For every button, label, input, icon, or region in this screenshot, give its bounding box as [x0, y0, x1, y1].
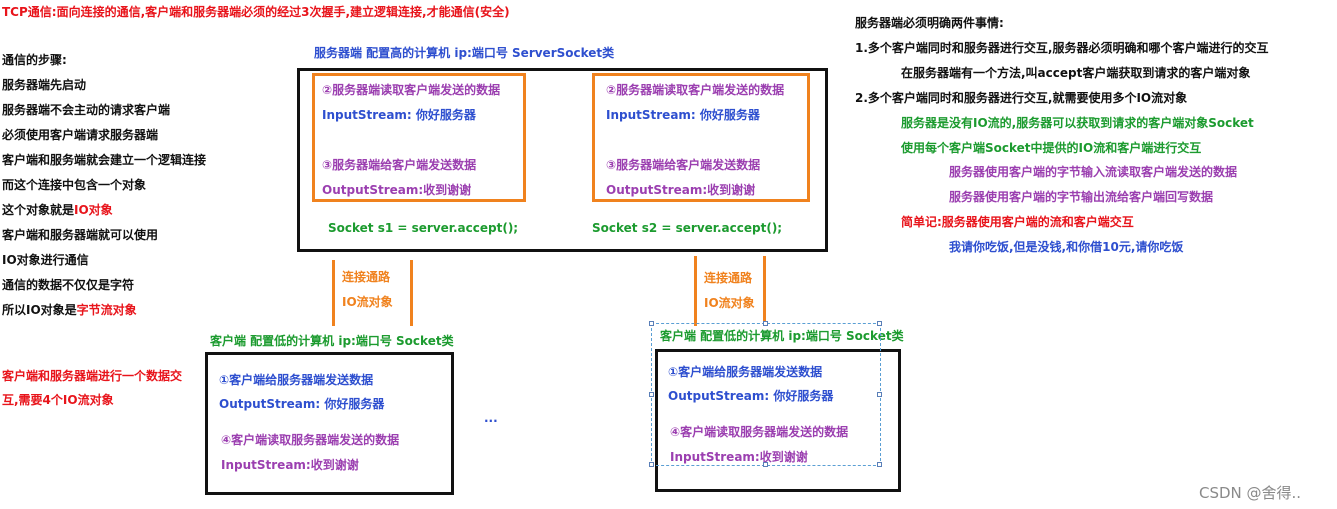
server-panel-1	[312, 73, 526, 202]
resize-handle[interactable]	[877, 392, 882, 397]
server-title: 服务器端 配置高的计算机 ip:端口号 ServerSocket类	[314, 46, 615, 60]
right-notes-green1: 服务器是没有IO流的,服务器可以获取到请求的客户端对象Socket	[901, 116, 1254, 130]
connection-line-left-2	[694, 256, 697, 326]
connection1-sublabel: IO流对象	[342, 295, 393, 309]
connection-line-left-1	[332, 260, 335, 326]
right-notes-purple2: 服务器使用客户端的字节输出流给客户端回写数据	[949, 190, 1214, 204]
server1-read-label: ②服务器端读取客户端发送的数据	[322, 83, 501, 97]
right-notes-blue1: 我请你吃饭,但是没钱,和你借10元,请你吃饭	[949, 240, 1184, 254]
step-item: 而这个连接中包含一个对象	[2, 178, 147, 192]
byte-stream-highlight: 字节流对象	[76, 303, 137, 317]
server2-send-label: ③服务器端给客户端发送数据	[606, 158, 761, 172]
selection-outline[interactable]	[651, 323, 881, 466]
watermark: CSDN @舍得..	[1199, 484, 1302, 502]
connection1-label: 连接通路	[342, 270, 391, 284]
server-box	[297, 68, 828, 252]
step-item: 这个对象就是IO对象	[2, 204, 113, 216]
right-notes-header: 服务器端必须明确两件事情:	[855, 16, 1004, 30]
connection-line-right-2	[763, 256, 766, 326]
page-title: TCP通信:面向连接的通信,客户端和服务器端必须的经过3次握手,建立逻辑连接,才…	[2, 5, 510, 19]
step-item: 通信的数据不仅仅是字符	[2, 278, 135, 292]
right-notes-item2: 2.多个客户端同时和服务器进行交互,就需要使用多个IO流对象	[855, 91, 1188, 105]
server1-socket: Socket s1 = server.accept();	[328, 221, 519, 235]
step-item: 服务器端先启动	[2, 78, 87, 92]
client1-send-label: ①客户端给服务器端发送数据	[219, 373, 374, 387]
server1-output-stream: OutputStream:收到谢谢	[322, 183, 472, 197]
resize-handle[interactable]	[649, 392, 654, 397]
right-notes-red1: 简单记:服务器使用客户端的流和客户端交互	[901, 215, 1134, 229]
step-item: 服务器端不会主动的请求客户端	[2, 103, 171, 117]
resize-handle[interactable]	[649, 462, 654, 467]
right-notes-green2: 使用每个客户端Socket中提供的IO流和客户端进行交互	[901, 141, 1202, 155]
resize-handle[interactable]	[763, 321, 768, 326]
client2-read-label: ④客户端读取服务器端发送的数据	[670, 425, 849, 439]
client1-read-label: ④客户端读取服务器端发送的数据	[221, 433, 400, 447]
server1-input-stream: InputStream: 你好服务器	[322, 108, 476, 122]
step-text: 这个对象就是	[2, 203, 75, 217]
server-panel-2	[592, 73, 810, 202]
right-notes-item1: 1.多个客户端同时和服务器进行交互,服务器必须明确和哪个客户端进行的交互	[855, 41, 1269, 55]
connection2-label: 连接通路	[704, 271, 753, 285]
client1-output-stream: OutputStream: 你好服务器	[219, 397, 385, 411]
resize-handle[interactable]	[763, 462, 768, 467]
client2-send-label: ①客户端给服务器端发送数据	[668, 365, 823, 379]
step-item: 客户端和服务器端就可以使用	[2, 228, 159, 242]
step-item: 客户端和服务端就会建立一个逻辑连接	[2, 153, 207, 167]
step-item: 所以IO对象是字节流对象	[2, 304, 137, 316]
step-text: 所以IO对象是	[2, 303, 77, 317]
io-object-highlight: IO对象	[74, 203, 113, 217]
steps-header: 通信的步骤:	[2, 53, 67, 67]
more-clients-ellipsis: ...	[484, 411, 498, 425]
io-count-note-line2: 互,需要4个IO流对象	[2, 393, 114, 407]
resize-handle[interactable]	[877, 321, 882, 326]
client-box-1	[205, 352, 454, 495]
io-count-note-line1: 客户端和服务器端进行一个数据交	[2, 369, 183, 383]
client2-output-stream: OutputStream: 你好服务器	[668, 389, 834, 403]
server2-input-stream: InputStream: 你好服务器	[606, 108, 760, 122]
client1-title: 客户端 配置低的计算机 ip:端口号 Socket类	[210, 334, 454, 348]
step-item: 必须使用客户端请求服务器端	[2, 128, 159, 142]
server1-send-label: ③服务器端给客户端发送数据	[322, 158, 477, 172]
client-box-2	[655, 349, 901, 492]
connection2-sublabel: IO流对象	[704, 296, 755, 310]
server2-socket: Socket s2 = server.accept();	[592, 221, 783, 235]
client2-input-stream: InputStream:收到谢谢	[670, 450, 808, 464]
server2-output-stream: OutputStream:收到谢谢	[606, 183, 756, 197]
right-notes-purple1: 服务器使用客户端的字节输入流读取客户端发送的数据	[949, 165, 1238, 179]
server2-read-label: ②服务器端读取客户端发送的数据	[606, 83, 785, 97]
client1-input-stream: InputStream:收到谢谢	[221, 458, 359, 472]
connection-line-right-1	[410, 260, 413, 326]
right-notes-item1-sub: 在服务器端有一个方法,叫accept客户端获取到请求的客户端对象	[901, 66, 1251, 80]
step-item: IO对象进行通信	[2, 253, 89, 267]
resize-handle[interactable]	[649, 321, 654, 326]
resize-handle[interactable]	[877, 462, 882, 467]
client2-title: 客户端 配置低的计算机 ip:端口号 Socket类	[660, 329, 904, 343]
